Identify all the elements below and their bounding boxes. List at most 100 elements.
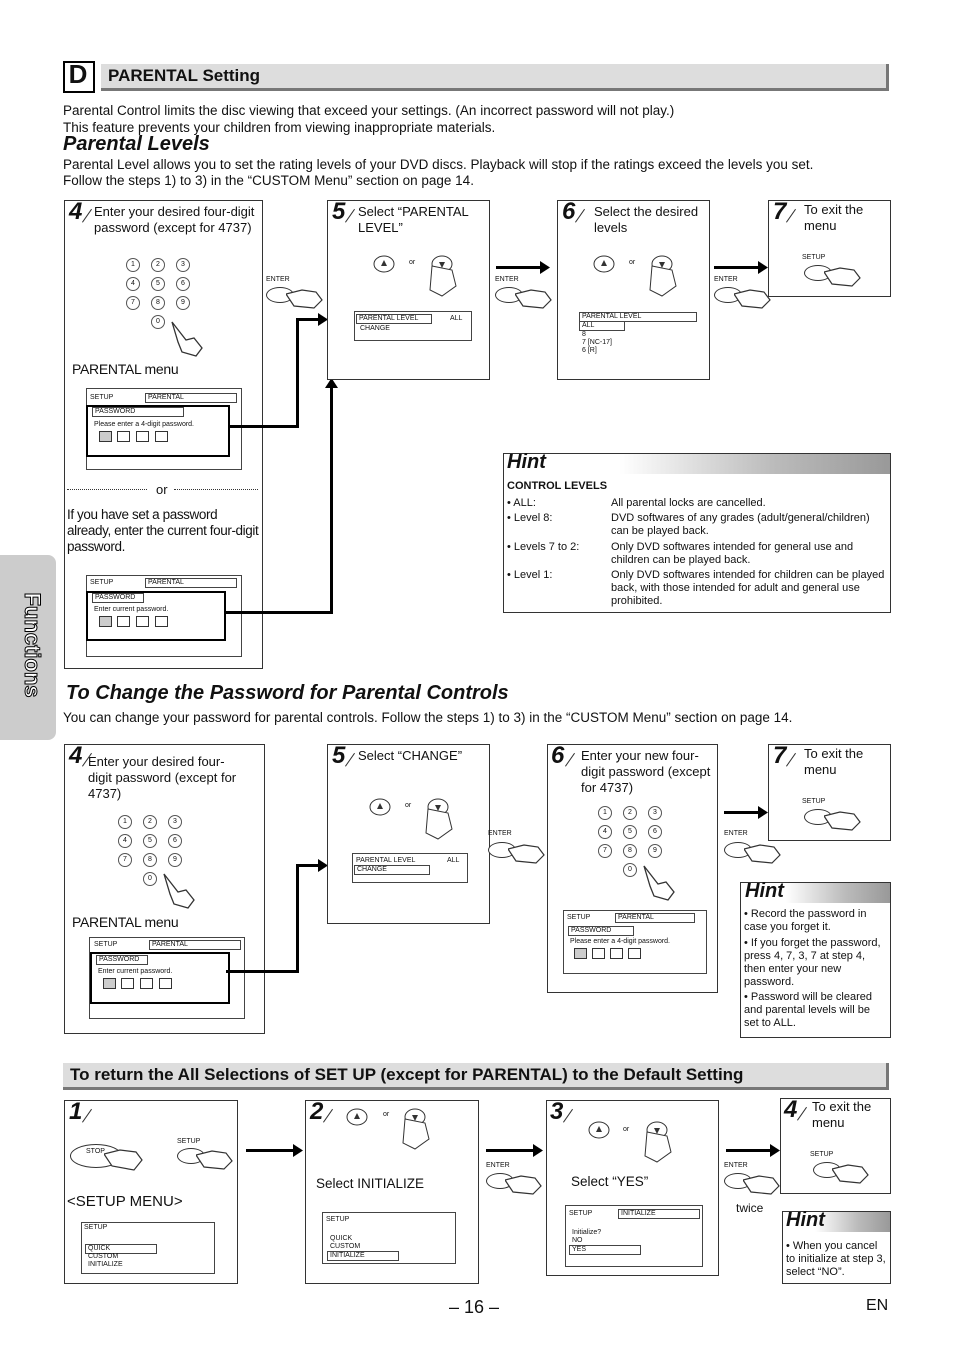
- pressing-hand-icon: [824, 811, 861, 831]
- arrow-head-icon: [293, 1144, 303, 1157]
- pl-step4-text: Enter your desired four-digit password (…: [94, 204, 255, 235]
- screen-all-value: ALL: [450, 315, 463, 322]
- pw-box-2: [592, 948, 605, 959]
- screen-password-label: PASSWORD: [92, 407, 184, 417]
- or-divider-dots-right: [174, 489, 258, 490]
- key-2[interactable]: 2: [151, 258, 165, 272]
- reset-banner: [63, 1063, 889, 1090]
- pw2-box-1: [99, 616, 112, 627]
- hint2-bar: [741, 883, 890, 903]
- hint1-row-key: • Levels 7 to 2:: [507, 541, 580, 553]
- language-code: EN: [866, 1297, 889, 1314]
- pw2-box-2: [117, 616, 130, 627]
- parental-levels-desc-2: Follow the steps 1) to 3) in the “CUSTOM…: [63, 173, 474, 188]
- key-1[interactable]: 1: [126, 258, 140, 272]
- key-7[interactable]: 7: [126, 296, 140, 310]
- cp-step6-text: Enter your new four-digit password (exce…: [581, 748, 711, 795]
- intro-line-2: This feature prevents your children from…: [63, 120, 496, 135]
- section-title: PARENTAL Setting: [108, 66, 261, 85]
- screen-please-enter: Please enter a 4-digit password.: [94, 421, 194, 428]
- pointing-hand-icon: [163, 873, 195, 909]
- menu-initialize-item[interactable]: INITIALIZE: [88, 1261, 123, 1268]
- pointing-hand-icon: [171, 321, 203, 357]
- option-no[interactable]: NO: [572, 1237, 583, 1244]
- pl-step5-text: Select “PARENTAL LEVEL”: [358, 204, 469, 235]
- menu-quick-item[interactable]: QUICK: [330, 1235, 353, 1242]
- menu-quick-item[interactable]: QUICK: [85, 1244, 157, 1254]
- key-7[interactable]: 7: [598, 844, 612, 858]
- key-5[interactable]: 5: [151, 277, 165, 291]
- key-7[interactable]: 7: [118, 853, 132, 867]
- stop-label: STOP: [86, 1148, 105, 1155]
- key-4[interactable]: 4: [126, 277, 140, 291]
- connector-cp-c: [296, 864, 322, 867]
- key-8[interactable]: 8: [151, 296, 165, 310]
- key-4[interactable]: 4: [598, 825, 612, 839]
- reset-step4-number: 4: [784, 1096, 798, 1123]
- key-8[interactable]: 8: [623, 844, 637, 858]
- screen2-password-label: PASSWORD: [92, 593, 144, 603]
- or-label: or: [409, 259, 416, 266]
- screen-setup-label: SETUP: [567, 914, 591, 921]
- menu-initialize-item[interactable]: INITIALIZE: [327, 1251, 399, 1261]
- pressing-hand-icon: [508, 844, 545, 864]
- screen-change-item[interactable]: CHANGE: [354, 865, 430, 875]
- enter-label: ENTER: [486, 1162, 510, 1169]
- key-1[interactable]: 1: [118, 815, 132, 829]
- connector-cp-b: [296, 864, 299, 973]
- level-option-all[interactable]: ALL: [579, 321, 625, 331]
- setup-label: SETUP: [810, 1151, 834, 1158]
- key-6[interactable]: 6: [176, 277, 190, 291]
- key-1[interactable]: 1: [598, 806, 612, 820]
- hint1-row-key: • ALL:: [507, 497, 536, 509]
- key-2[interactable]: 2: [143, 815, 157, 829]
- hint3-title: Hint: [786, 1209, 825, 1231]
- level-option-6[interactable]: 6 [R]: [582, 347, 597, 354]
- key-0[interactable]: 0: [623, 863, 637, 877]
- screen2-enter-current: Enter current password.: [94, 606, 169, 613]
- enter-label: ENTER: [714, 276, 738, 283]
- key-9[interactable]: 9: [176, 296, 190, 310]
- connector-2b: [330, 384, 333, 614]
- option-yes[interactable]: YES: [569, 1245, 641, 1255]
- key-9[interactable]: 9: [648, 844, 662, 858]
- pw-box-1: [99, 431, 112, 442]
- enter-label: ENTER: [495, 276, 519, 283]
- key-6[interactable]: 6: [648, 825, 662, 839]
- screen-setup-label: SETUP: [569, 1210, 593, 1217]
- key-3[interactable]: 3: [648, 806, 662, 820]
- key-5[interactable]: 5: [143, 834, 157, 848]
- level-option-7[interactable]: 7 [NC-17]: [582, 339, 612, 346]
- parental-levels-heading: Parental Levels: [63, 133, 210, 155]
- level-option-8[interactable]: 8: [582, 331, 586, 338]
- key-0[interactable]: 0: [151, 315, 165, 329]
- key-9[interactable]: 9: [168, 853, 182, 867]
- key-3[interactable]: 3: [168, 815, 182, 829]
- cp-step5-box: [327, 744, 490, 924]
- menu-custom-item[interactable]: CUSTOM: [330, 1243, 361, 1250]
- hint1-row-value: DVD softwares of any grades (adult/gener…: [611, 512, 870, 537]
- cp-step5-text: Select “CHANGE”: [358, 748, 463, 763]
- key-5[interactable]: 5: [623, 825, 637, 839]
- key-2[interactable]: 2: [623, 806, 637, 820]
- menu-custom-item[interactable]: CUSTOM: [88, 1253, 119, 1260]
- key-8[interactable]: 8: [143, 853, 157, 867]
- up-down-buttons-icon: [588, 1121, 672, 1163]
- connector-1c: [296, 318, 322, 321]
- key-3[interactable]: 3: [176, 258, 190, 272]
- hint1-subtitle: CONTROL LEVELS: [507, 480, 608, 492]
- key-4[interactable]: 4: [118, 834, 132, 848]
- connector-1b: [296, 318, 299, 428]
- key-6[interactable]: 6: [168, 834, 182, 848]
- screen-change-item: CHANGE: [360, 325, 390, 332]
- connector-5-6: [496, 266, 541, 269]
- pl-step5-box: [327, 200, 490, 380]
- pressing-hand-icon: [515, 289, 552, 309]
- enter-label: ENTER: [266, 276, 290, 283]
- pw2-box-4: [155, 616, 168, 627]
- screen-parental-label: PARENTAL: [149, 940, 241, 950]
- or-divider-dots-left: [67, 489, 147, 490]
- screen2-parental-label: PARENTAL: [145, 578, 237, 588]
- key-0[interactable]: 0: [143, 872, 157, 886]
